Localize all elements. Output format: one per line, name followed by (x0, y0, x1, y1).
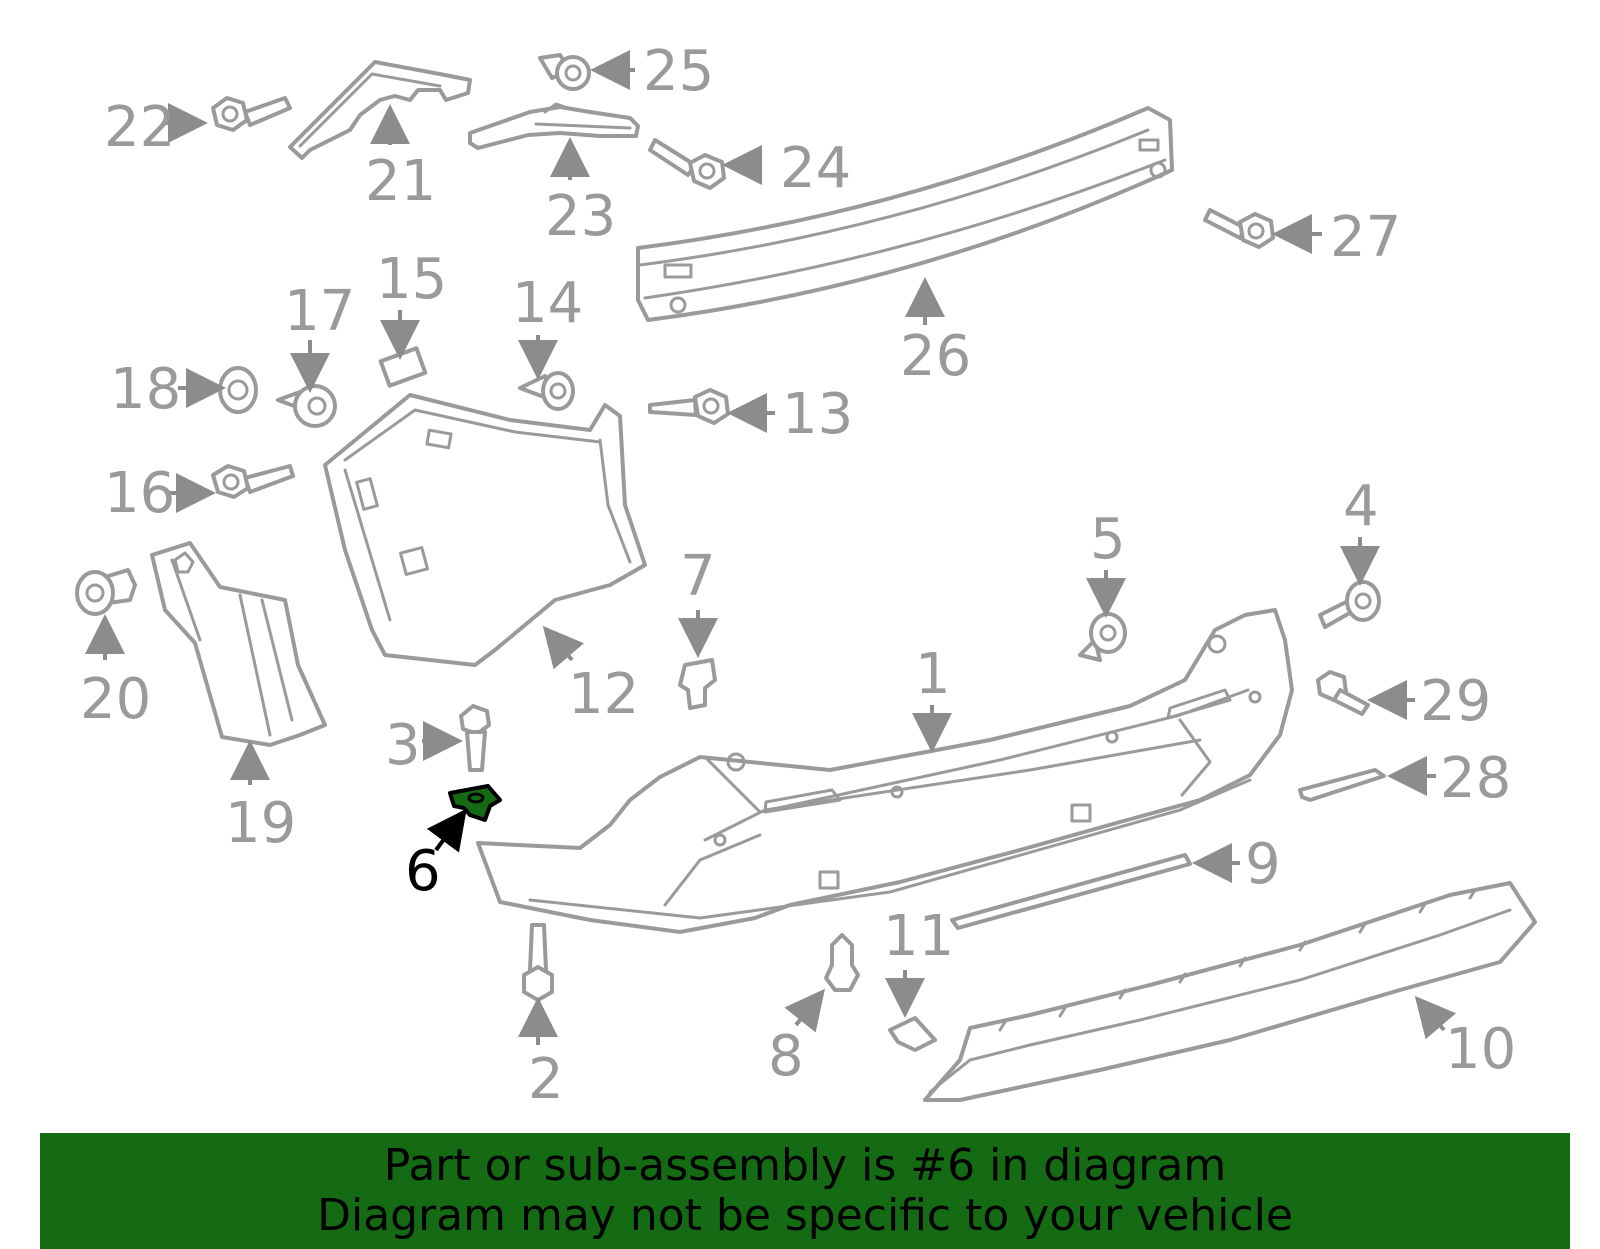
part-28-molding (1298, 768, 1386, 802)
callout-24: 24 (780, 136, 851, 201)
callout-3: 3 (385, 713, 421, 778)
callout-28: 28 (1440, 746, 1511, 811)
callout-16: 16 (104, 461, 175, 526)
banner-line-part: Part or sub-assembly is #6 in diagram (383, 1140, 1227, 1191)
part-7-clip (678, 658, 717, 710)
part-15-clip (378, 346, 428, 388)
callout-17: 17 (284, 279, 355, 344)
part-27-bolt (1203, 208, 1275, 249)
part-20-clip (75, 568, 137, 616)
part-18-clip (218, 366, 258, 414)
part-24-bolt (648, 138, 726, 190)
part-22-bolt (211, 96, 292, 132)
callout-8: 8 (768, 1024, 804, 1089)
callout-22: 22 (104, 95, 175, 160)
callout-29: 29 (1420, 669, 1491, 734)
callout-labels: 22 21 23 24 25 27 26 15 17 18 14 13 16 1… (80, 39, 1516, 1112)
part-1-bumper-cover (476, 608, 1294, 934)
callout-1: 1 (915, 642, 951, 707)
callout-10: 10 (1445, 1017, 1516, 1082)
part-14-clip (518, 371, 575, 411)
part-5-clip (1078, 612, 1127, 662)
info-banner: Part or sub-assembly is #6 in diagram Di… (40, 1133, 1570, 1249)
callout-26: 26 (900, 324, 971, 389)
part-4-screw (1318, 580, 1381, 629)
part-8-bolt (824, 933, 860, 992)
callout-12: 12 (568, 662, 639, 727)
callout-23: 23 (545, 184, 616, 249)
callout-11: 11 (883, 904, 954, 969)
callout-5: 5 (1090, 507, 1126, 572)
part-11-clip (888, 1016, 937, 1052)
callout-18: 18 (110, 357, 181, 422)
part-25-clip (538, 53, 591, 91)
callout-21: 21 (365, 149, 436, 214)
part-29-bolt (1316, 670, 1370, 716)
callout-20: 20 (80, 667, 151, 732)
callout-19: 19 (225, 791, 296, 856)
callout-7: 7 (680, 544, 716, 609)
part-26-reinforcement (636, 106, 1174, 322)
part-17-nut (276, 384, 337, 428)
part-16-bolt (211, 464, 295, 499)
part-12-side-bracket (323, 393, 647, 667)
callout-25: 25 (643, 39, 714, 104)
part-2-bolt (522, 923, 554, 1002)
part-13-bolt (648, 388, 730, 425)
leader-lines (85, 50, 1457, 1045)
part-6-nut-highlighted (448, 784, 502, 822)
callout-13: 13 (782, 382, 853, 447)
part-9-strip (950, 853, 1192, 930)
callout-6-highlighted: 6 (405, 839, 441, 904)
part-19-side-support (150, 541, 327, 747)
callout-4: 4 (1343, 474, 1379, 539)
part-3-bolt (459, 704, 491, 772)
callout-9: 9 (1245, 832, 1281, 897)
part-21-bracket (288, 60, 472, 160)
callout-27: 27 (1330, 205, 1401, 270)
part-23-bracket (468, 102, 640, 150)
callout-15: 15 (376, 247, 447, 312)
callout-2: 2 (528, 1047, 564, 1112)
callout-14: 14 (512, 271, 583, 336)
part-10-lower-cover (923, 881, 1537, 1102)
banner-line-disclaimer: Diagram may not be specific to your vehi… (317, 1190, 1293, 1241)
